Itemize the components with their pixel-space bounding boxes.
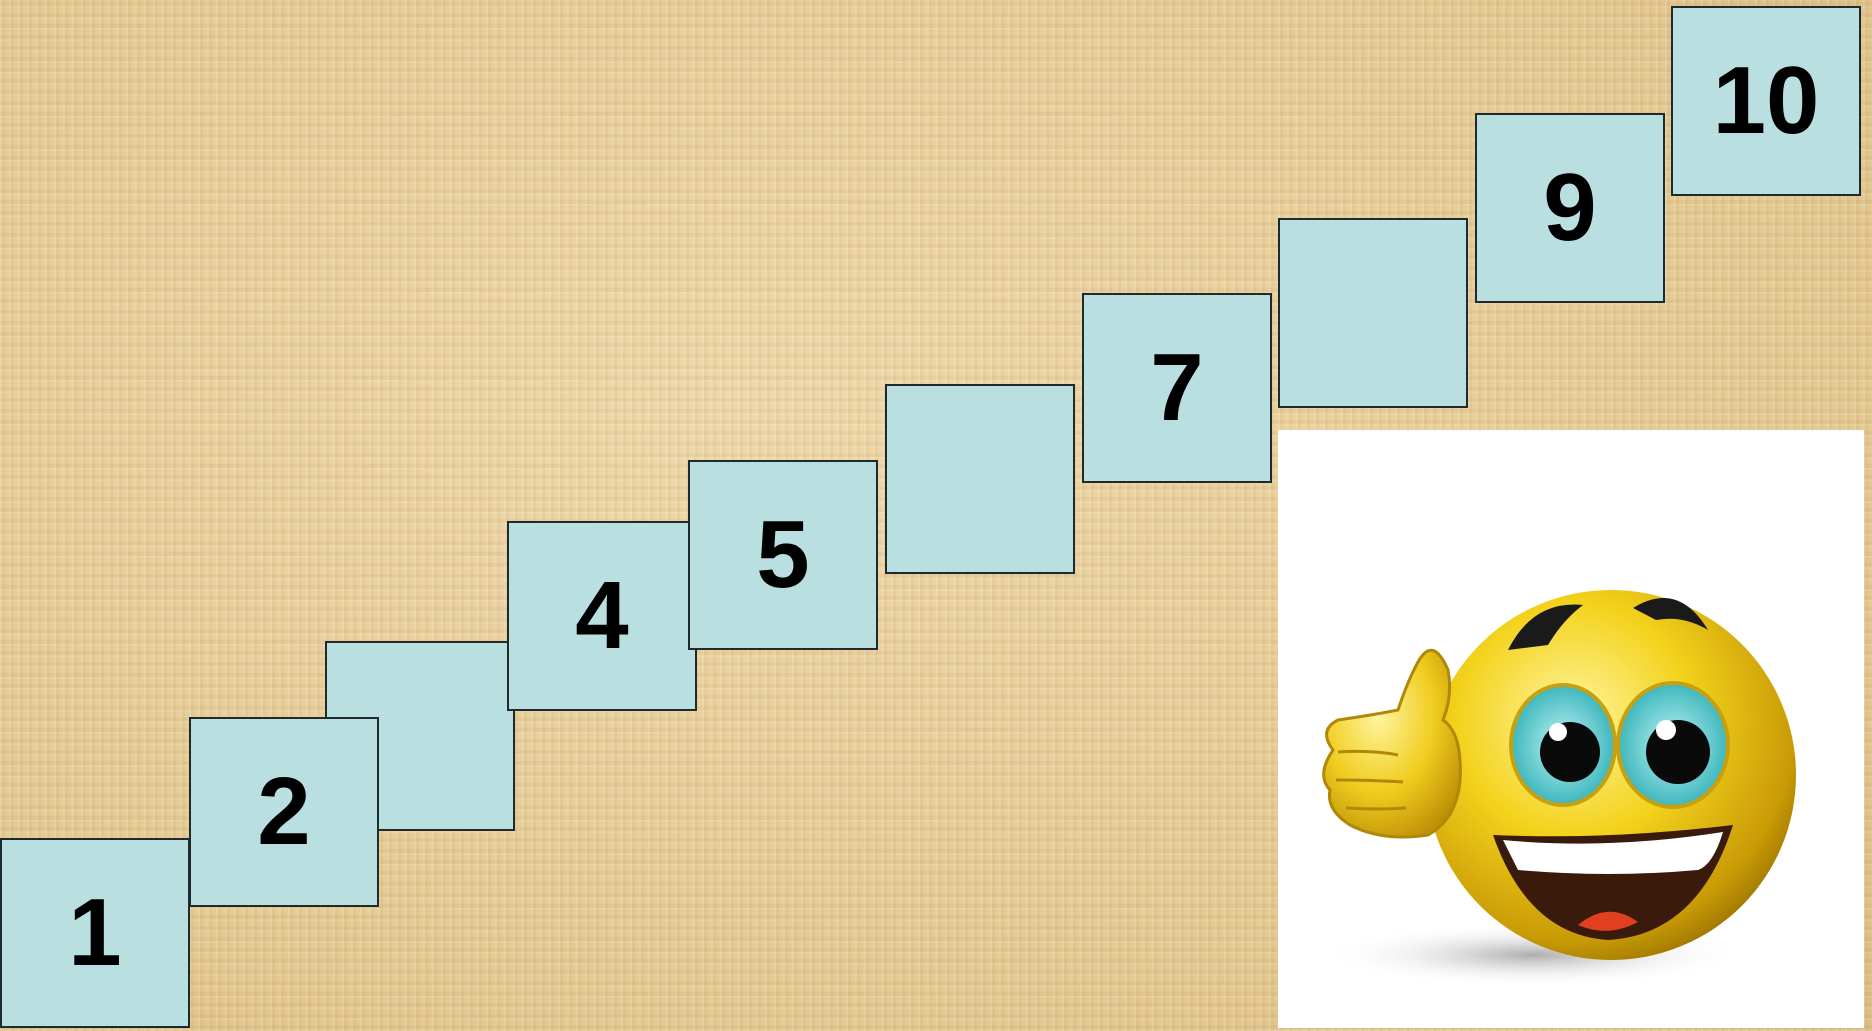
step-2-label: 2 [257, 764, 310, 860]
step-4-label: 4 [575, 568, 628, 664]
thumbs-up-smiley-image [1278, 430, 1864, 1028]
step-5[interactable]: 5 [688, 460, 878, 650]
step-10[interactable]: 10 [1671, 6, 1861, 196]
step-9[interactable]: 9 [1475, 113, 1665, 303]
step-4[interactable]: 4 [507, 521, 697, 711]
step-5-label: 5 [756, 507, 809, 603]
step-7-label: 7 [1150, 340, 1203, 436]
step-6[interactable] [885, 384, 1075, 574]
thumbs-up-smiley-icon [1278, 430, 1864, 1028]
step-1-label: 1 [68, 885, 121, 981]
step-7[interactable]: 7 [1082, 293, 1272, 483]
step-8[interactable] [1278, 218, 1468, 408]
step-1[interactable]: 1 [0, 838, 190, 1028]
step-10-label: 10 [1713, 53, 1820, 149]
step-9-label: 9 [1543, 160, 1596, 256]
step-2[interactable]: 2 [189, 717, 379, 907]
